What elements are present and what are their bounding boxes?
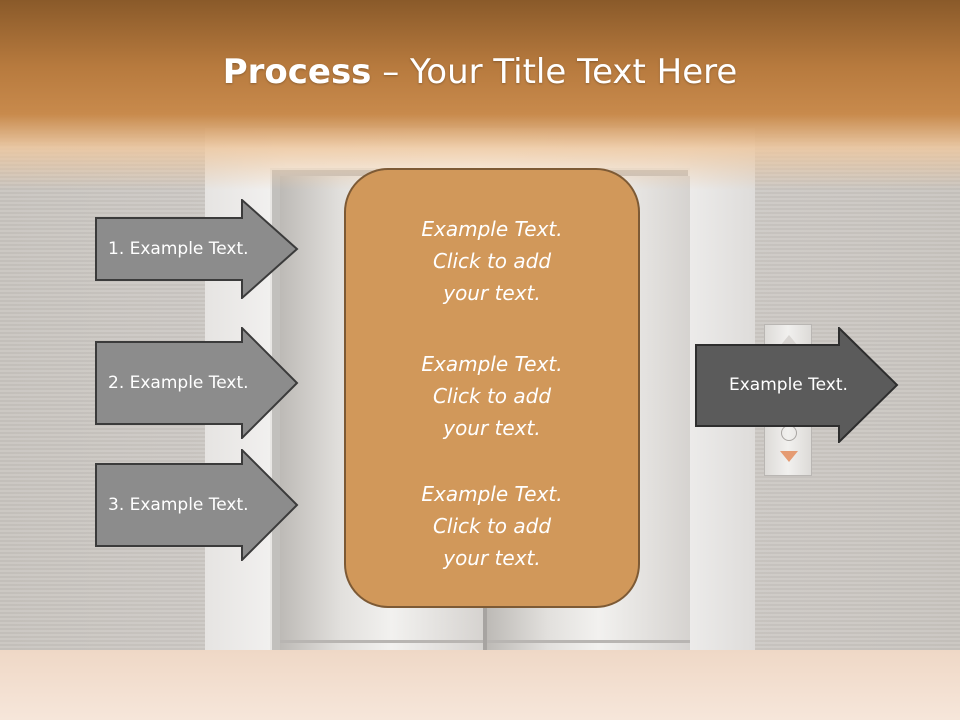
title-rest: – Your Title Text Here — [371, 52, 738, 92]
title-bold: Process — [222, 52, 372, 92]
elevator-door-trim — [487, 640, 690, 643]
process-arrow-output[interactable]: Example Text. — [695, 327, 899, 443]
slide-title[interactable]: Process – Your Title Text Here — [0, 52, 960, 92]
card-line: your text. — [443, 546, 541, 570]
process-arrow-1[interactable]: 1. Example Text. — [95, 199, 299, 299]
arrow-label: 1. Example Text. — [108, 239, 249, 259]
card-line: Example Text. — [421, 352, 563, 376]
center-text-card[interactable]: Example Text. Click to add your text. Ex… — [344, 168, 640, 608]
card-line: your text. — [443, 281, 541, 305]
ceiling-background — [0, 0, 960, 190]
floor-background — [0, 650, 960, 720]
arrow-shape-icon — [95, 449, 299, 561]
elevator-door-trim — [280, 640, 483, 643]
arrow-shape-icon — [695, 327, 899, 443]
card-text-block-2[interactable]: Example Text. Click to add your text. — [346, 348, 638, 444]
process-arrow-3[interactable]: 3. Example Text. — [95, 449, 299, 561]
card-line: Click to add — [432, 384, 552, 408]
card-text-block-3[interactable]: Example Text. Click to add your text. — [346, 478, 638, 574]
arrow-shape-icon — [95, 199, 299, 299]
arrow-label: 2. Example Text. — [108, 373, 249, 393]
card-text-block-1[interactable]: Example Text. Click to add your text. — [346, 213, 638, 309]
card-line: Click to add — [432, 514, 552, 538]
card-line: Example Text. — [421, 482, 563, 506]
card-line: Example Text. — [421, 217, 563, 241]
arrow-label: Example Text. — [729, 375, 848, 395]
arrow-shape-icon — [95, 327, 299, 439]
down-arrow-icon — [780, 451, 798, 462]
up-arrow-icon — [780, 335, 798, 346]
process-arrow-2[interactable]: 2. Example Text. — [95, 327, 299, 439]
card-line: your text. — [443, 416, 541, 440]
card-line: Click to add — [432, 249, 552, 273]
arrow-label: 3. Example Text. — [108, 495, 249, 515]
